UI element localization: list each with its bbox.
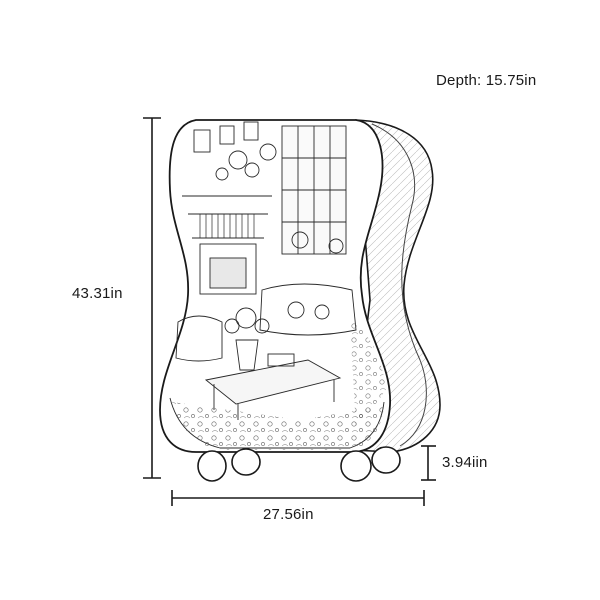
height-dimension-line [143, 117, 161, 479]
width-label: 27.56in [263, 506, 314, 523]
depth-label: Depth: 15.75in [436, 72, 537, 89]
cabinet-illustration [169, 121, 385, 449]
cabinet-feet [197, 446, 401, 482]
height-label: 43.31in [72, 285, 123, 302]
leg-height-label: 3.94iin [442, 454, 488, 471]
width-dimension-line [171, 490, 425, 506]
leg-height-dimension-line [421, 445, 436, 481]
